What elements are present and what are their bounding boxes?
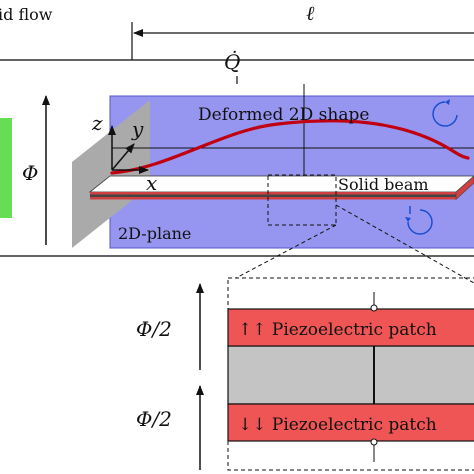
piezo-patch-top-label: ↑↑ Piezoelectric patch bbox=[238, 320, 437, 340]
axis-x-label: x bbox=[146, 171, 157, 195]
deformed-shape-label: Deformed 2D shape bbox=[198, 105, 369, 125]
fluid-flow-label: id flow bbox=[0, 5, 53, 24]
solid-beam-layer-2 bbox=[90, 194, 456, 197]
core-layer bbox=[227, 345, 474, 405]
deformed-shape-curve bbox=[110, 119, 470, 175]
axis-z-label: z bbox=[91, 111, 103, 135]
vortex-top-icon bbox=[432, 99, 458, 127]
axis-y bbox=[111, 143, 135, 171]
piezo-patch-bottom bbox=[227, 403, 474, 442]
piezo-patch-top bbox=[227, 308, 474, 347]
flow-rate-label: Q̇ bbox=[224, 50, 240, 74]
axis-y-label: y bbox=[131, 117, 144, 141]
solid-beam-layer-3 bbox=[90, 197, 456, 200]
potential-label: Φ bbox=[22, 161, 38, 185]
half-potential-bottom-label: Φ/2 bbox=[136, 407, 172, 431]
length-label: ℓ bbox=[306, 1, 315, 25]
half-potential-top-label: Φ/2 bbox=[136, 317, 172, 341]
inlet-green-region bbox=[0, 118, 12, 218]
zoom-leader-right bbox=[335, 204, 474, 284]
solid-beam-end bbox=[455, 175, 474, 201]
zoom-box bbox=[267, 174, 337, 226]
solid-beam-layer-1 bbox=[90, 192, 456, 195]
channel-frame bbox=[0, 59, 474, 257]
piezo-patch-bottom-label: ↓↓ Piezoelectric patch bbox=[238, 415, 437, 435]
electrode-bottom bbox=[370, 438, 378, 446]
solid-beam-label: Solid beam bbox=[338, 175, 429, 194]
zoom-leader-left bbox=[235, 224, 337, 279]
electrode-top bbox=[370, 304, 378, 312]
vortex-bottom-icon bbox=[405, 206, 433, 235]
plane-2d-label: 2D-plane bbox=[118, 224, 191, 243]
